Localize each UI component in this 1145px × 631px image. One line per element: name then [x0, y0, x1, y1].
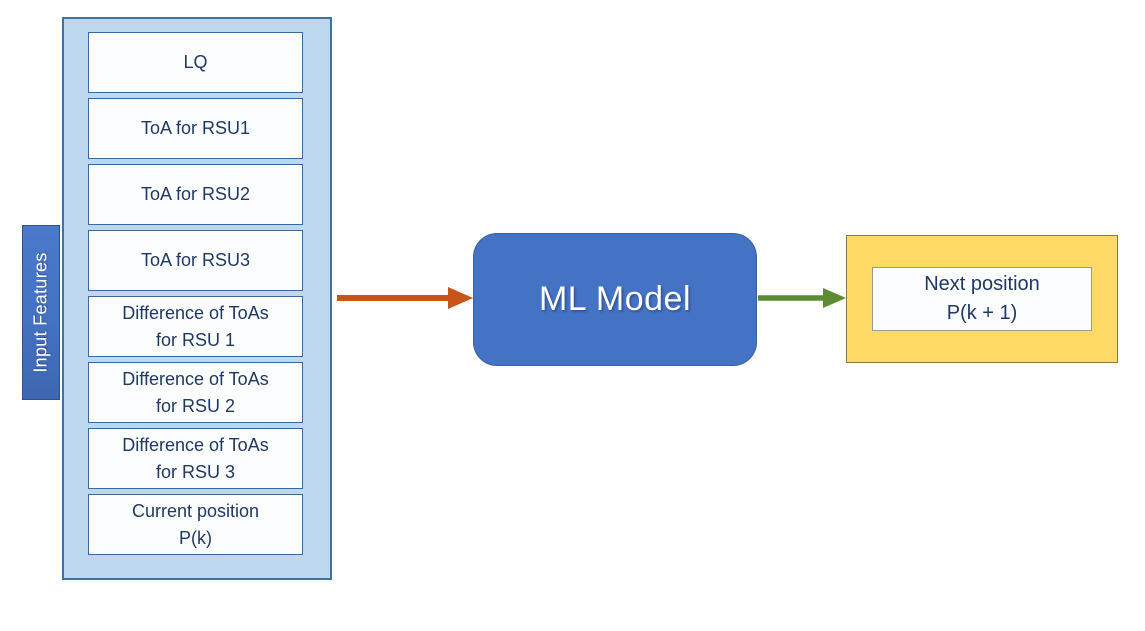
feature-item: Difference of ToAs for RSU 3: [88, 428, 303, 489]
arrow-model-to-output-icon: [758, 288, 846, 308]
feature-item: Difference of ToAs for RSU 2: [88, 362, 303, 423]
ml-model-box: ML Model: [473, 233, 757, 366]
output-panel: Next position P(k + 1): [846, 235, 1118, 363]
feature-item: ToA for RSU2: [88, 164, 303, 225]
feature-item: ToA for RSU1: [88, 98, 303, 159]
feature-item: Current position P(k): [88, 494, 303, 555]
feature-item: ToA for RSU3: [88, 230, 303, 291]
input-features-panel: LQ ToA for RSU1 ToA for RSU2 ToA for RSU…: [62, 17, 332, 580]
ml-model-label: ML Model: [538, 280, 692, 318]
next-position-box: Next position P(k + 1): [872, 267, 1092, 331]
arrow-input-to-model-icon: [337, 287, 473, 309]
input-features-label: Input Features: [30, 252, 51, 373]
feature-item: Difference of ToAs for RSU 1: [88, 296, 303, 357]
input-features-tab: Input Features: [22, 225, 60, 400]
feature-item: LQ: [88, 32, 303, 93]
